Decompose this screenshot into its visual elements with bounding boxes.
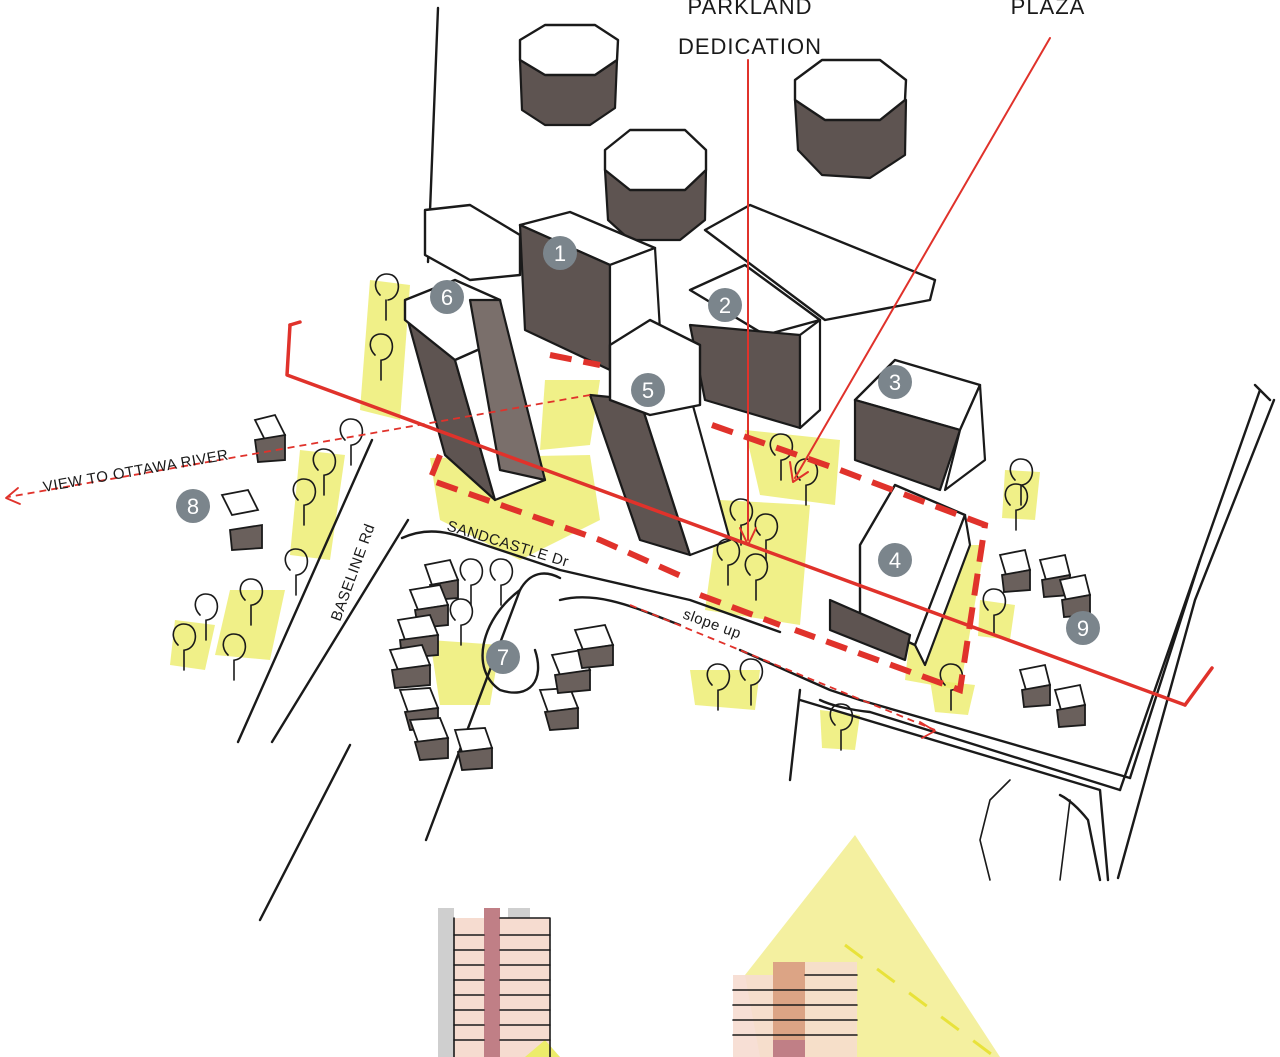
svg-text:3: 3	[889, 370, 901, 395]
house	[453, 727, 494, 771]
view-arrows	[5, 394, 936, 739]
callout-leaders	[739, 37, 1051, 546]
house	[1053, 683, 1087, 728]
svg-text:5: 5	[642, 378, 654, 403]
section-cut-line	[285, 320, 1214, 707]
sun-shadow-diagram	[732, 835, 1000, 1057]
badge-3: 3	[878, 365, 912, 399]
badge-1: 1	[543, 236, 577, 270]
callout-parkland-line1: PARKLAND	[688, 0, 813, 19]
existing-houses	[220, 413, 1092, 771]
house	[388, 644, 432, 689]
svg-text:1: 1	[554, 241, 566, 266]
building-4	[828, 483, 972, 667]
road-lines	[236, 6, 1276, 922]
badge-4: 4	[878, 543, 912, 577]
house	[253, 413, 287, 463]
house	[1058, 573, 1092, 618]
house	[573, 623, 615, 669]
svg-text:8: 8	[187, 494, 199, 519]
badge-9: 9	[1066, 611, 1100, 645]
building-3	[853, 358, 987, 492]
house	[408, 717, 450, 761]
svg-text:9: 9	[1077, 616, 1089, 641]
house	[538, 687, 580, 731]
badge-5: 5	[631, 373, 665, 407]
callout-parkland-line2: DEDICATION	[678, 34, 822, 59]
svg-text:2: 2	[719, 293, 731, 318]
property-boundary-dashed	[426, 352, 989, 695]
label-view-to-ottawa-river: VIEW TO OTTAWA RIVER	[42, 447, 230, 496]
svg-text:7: 7	[497, 645, 509, 670]
badge-2: 2	[708, 288, 742, 322]
callout-plaza: PLAZA	[1011, 0, 1086, 19]
house	[550, 648, 592, 694]
badge-7: 7	[486, 640, 520, 674]
callout-parkland: PARKLAND DEDICATION	[678, 0, 822, 59]
badge-8: 8	[176, 489, 210, 523]
building-2	[688, 203, 937, 430]
elevation-diagram-left	[438, 908, 560, 1057]
svg-text:6: 6	[441, 285, 453, 310]
svg-text:4: 4	[889, 548, 901, 573]
house	[998, 548, 1032, 593]
existing-octagonal-buildings	[518, 23, 908, 242]
house	[1018, 663, 1052, 708]
house	[220, 488, 263, 551]
badge-6: 6	[430, 280, 464, 314]
